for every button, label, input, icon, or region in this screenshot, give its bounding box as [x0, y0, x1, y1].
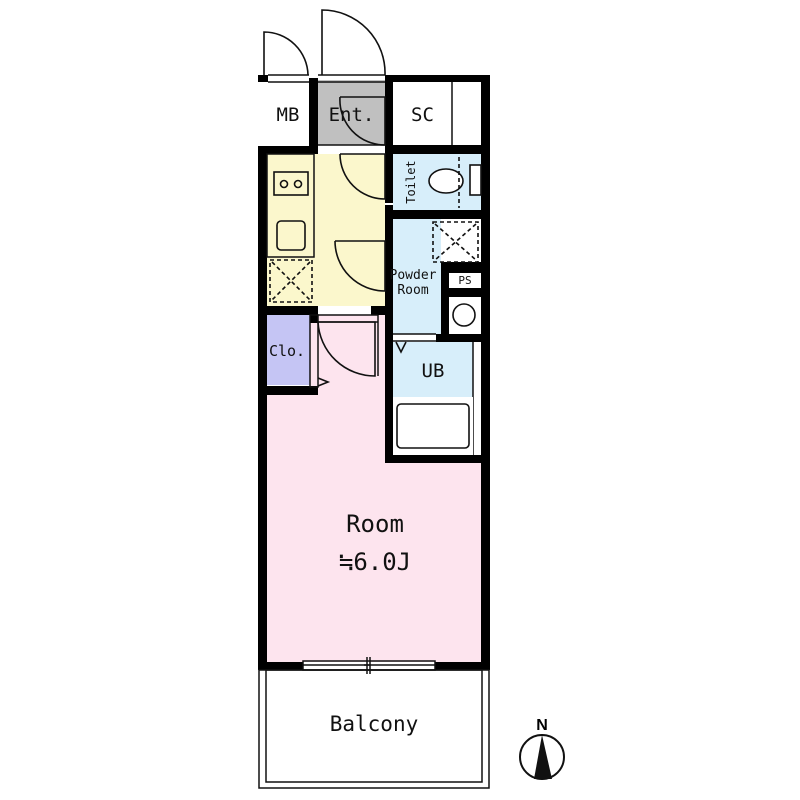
entrance-door: [321, 9, 386, 76]
toilet-bowl: [428, 168, 464, 194]
room-label-unit-bath: UB: [421, 360, 445, 382]
room-door: [317, 321, 376, 377]
closet-floor: [267, 315, 310, 385]
powder-room-floor: [393, 219, 441, 334]
room-label-balcony: Balcony: [329, 712, 419, 736]
doors: [263, 9, 386, 377]
powder-door: [334, 240, 386, 292]
toilet-door: [339, 153, 386, 200]
washbasin: [452, 303, 476, 327]
room-label-entrance: Ent.: [328, 104, 375, 126]
room-label-ps: PS: [458, 274, 472, 287]
bathtub: [396, 403, 470, 449]
entrance-floor: [318, 80, 388, 145]
kitchen-floor: [267, 154, 385, 306]
ent-inner-door: [339, 96, 386, 146]
svg-text:N: N: [536, 717, 548, 734]
compass: N: [519, 717, 565, 780]
room-label-toilet: Toilet: [404, 160, 418, 204]
kitchen-sink: [276, 220, 306, 251]
room-label-powder-room: Powder Room: [389, 268, 437, 298]
room-label-mb: MB: [276, 104, 300, 126]
walls: [258, 75, 490, 670]
mb-door: [263, 31, 309, 76]
room-label-closet: Clo.: [268, 342, 306, 360]
room-size-main: ≒6.0J: [338, 548, 412, 576]
fixtures: [269, 157, 482, 455]
main-room-floor: [267, 315, 481, 662]
unit-bath-floor: [393, 342, 473, 397]
room-label-main: Room: [346, 510, 404, 538]
stove: [273, 171, 309, 196]
room-label-sc: SC: [411, 104, 434, 126]
